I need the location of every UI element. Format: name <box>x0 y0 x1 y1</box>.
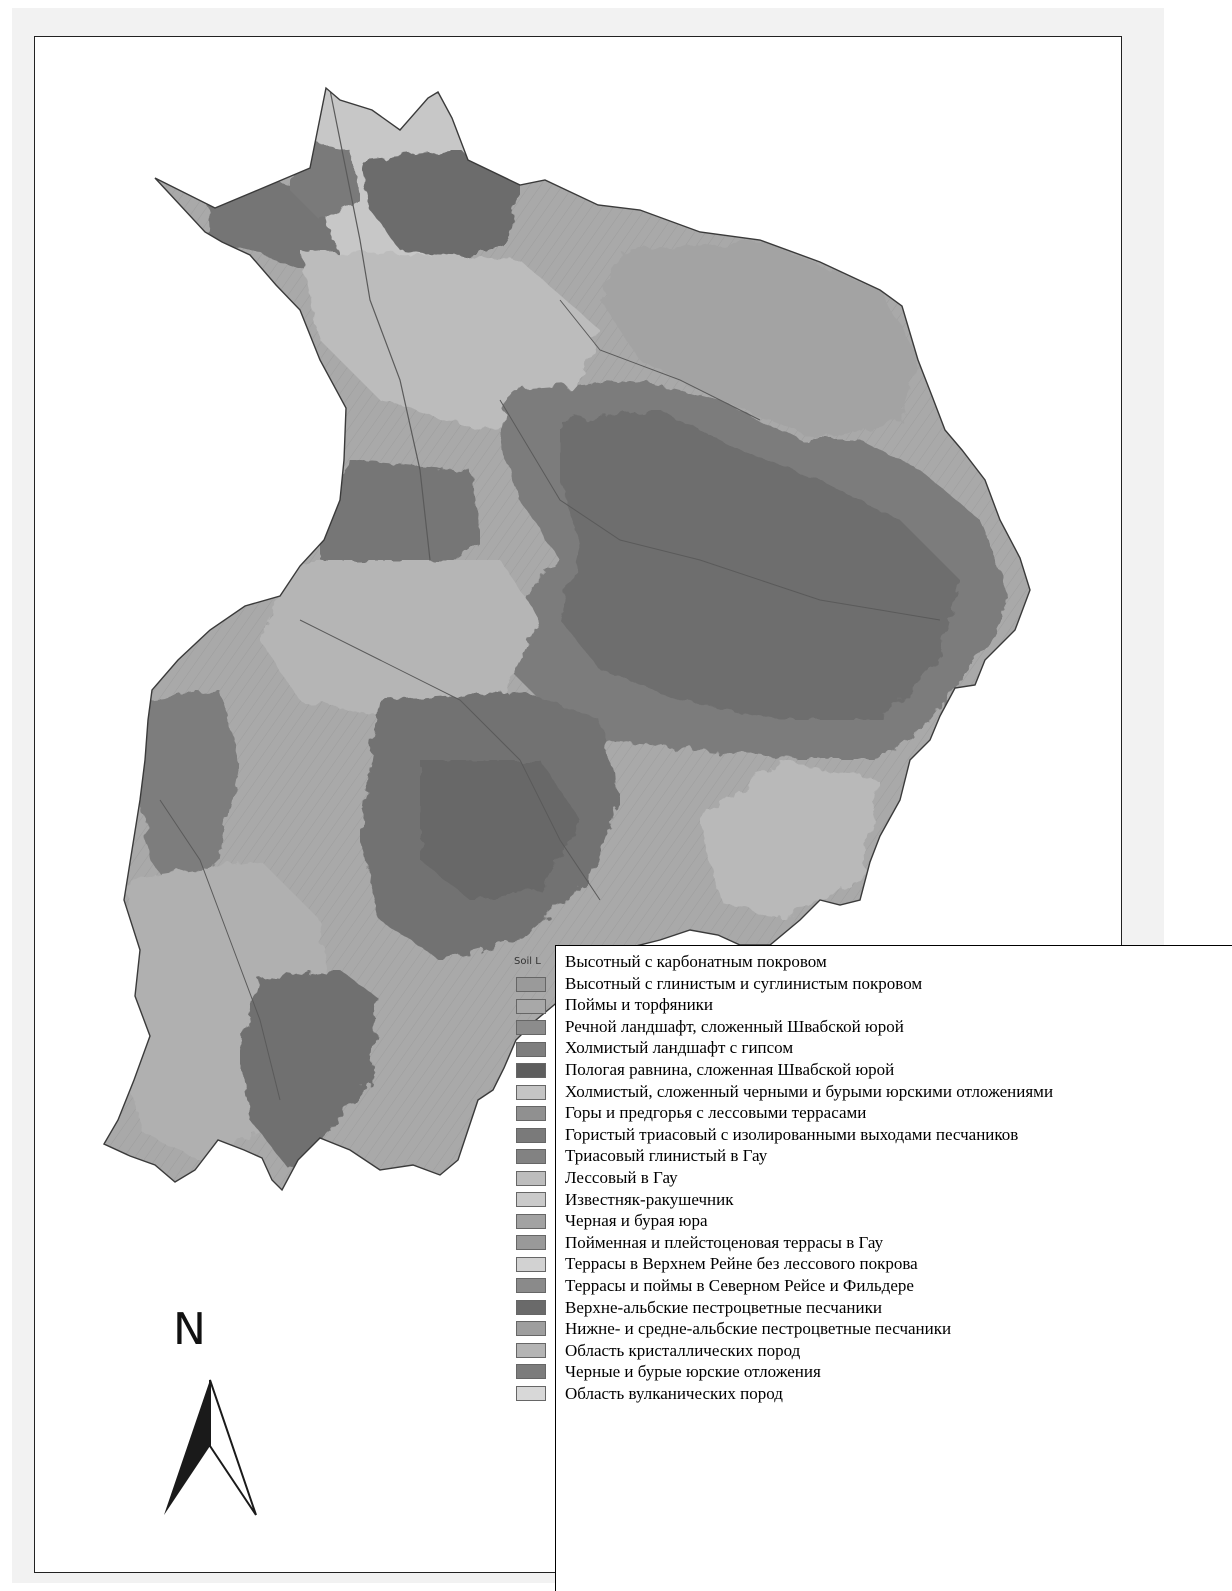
legend-swatch <box>516 1235 546 1250</box>
legend-item: Верхне-альбские пестроцветные песчаники <box>565 1297 882 1317</box>
legend-item: Область кристаллических пород <box>565 1340 801 1360</box>
legend-item: Поймы и торфяники <box>565 995 714 1015</box>
legend-swatch <box>516 1170 546 1186</box>
legend-swatches <box>516 977 554 1407</box>
legend-swatch <box>516 1127 546 1143</box>
legend-item: Пойменная и плейстоценовая террасы в Гау <box>565 1232 884 1252</box>
legend-item: Черные и бурые юрские отложения <box>565 1362 821 1382</box>
legend-item: Холмистый, сложенный черными и бурыми юр… <box>565 1081 1054 1101</box>
legend-swatch <box>516 1342 546 1358</box>
legend-swatch <box>516 1213 546 1229</box>
legend-swatch <box>516 1299 546 1315</box>
legend-item: Террасы в Верхнем Рейне без лессового по… <box>565 1254 918 1274</box>
legend-swatch <box>516 1385 546 1401</box>
legend-item: Триасовый глинистый в Гау <box>565 1146 768 1166</box>
legend-item: Высотный с карбонатным покровом <box>565 952 827 971</box>
legend-swatch <box>516 1041 546 1057</box>
north-label: N <box>173 1304 206 1355</box>
legend-swatch <box>516 1149 546 1164</box>
legend-item: Горы и предгорья с лессовыми террасами <box>565 1103 867 1123</box>
legend-swatch <box>516 1256 546 1272</box>
legend-swatch <box>516 998 546 1014</box>
legend-item: Известняк-ракушечник <box>565 1189 734 1209</box>
legend-swatch <box>516 1321 546 1336</box>
legend-swatch <box>516 1106 546 1121</box>
legend-swatch <box>516 1192 546 1207</box>
legend-swatch <box>516 977 546 992</box>
legend-item: Речной ландшафт, сложенный Швабской юрой <box>565 1016 904 1036</box>
legend-title: Soil L <box>514 956 541 967</box>
legend-item: Гористый триасовый с изолированными выхо… <box>565 1124 1019 1144</box>
legend-swatch <box>516 1364 546 1379</box>
legend-item: Нижне- и средне-альбские пестроцветные п… <box>565 1319 952 1339</box>
legend-swatch <box>516 1063 546 1078</box>
legend-swatch <box>516 1020 546 1035</box>
north-arrow-icon <box>164 1379 257 1516</box>
legend-item: Область вулканических пород <box>565 1383 783 1403</box>
legend-item: Лессовый в Гау <box>565 1167 678 1187</box>
legend-swatch <box>516 1084 546 1100</box>
legend-item: Черная и бурая юра <box>565 1211 708 1231</box>
legend-item: Террасы и поймы в Северном Рейсе и Фильд… <box>565 1275 914 1295</box>
legend-swatch <box>516 1278 546 1293</box>
legend-item: Пологая равнина, сложенная Швабской юрой <box>565 1059 895 1079</box>
legend-item: Холмистый ландшафт с гипсом <box>565 1038 794 1058</box>
legend-item: Высотный с глинистым и суглинистым покро… <box>565 973 923 993</box>
